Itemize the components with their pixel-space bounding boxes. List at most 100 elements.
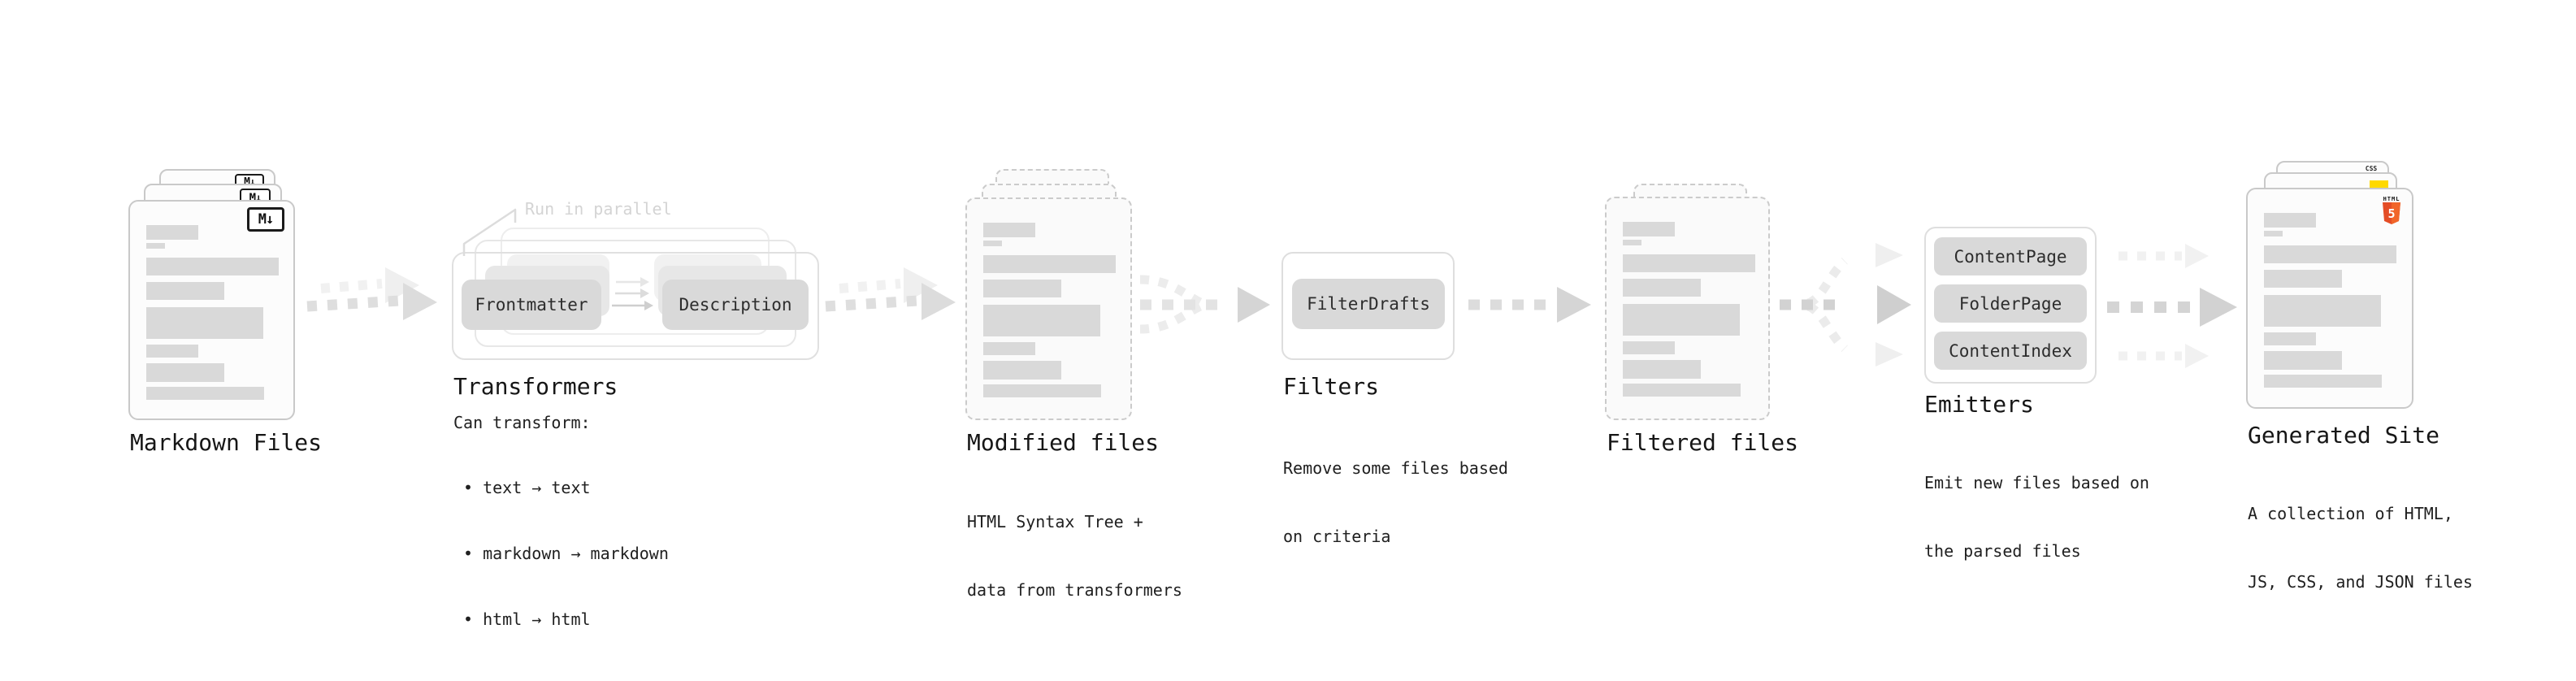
stage-title: Filters bbox=[1283, 373, 1380, 400]
file-card-front-html: HTML 5 bbox=[2246, 188, 2413, 409]
placeholder-bar bbox=[983, 241, 1002, 246]
description-line: the parsed files bbox=[1924, 541, 2081, 561]
arrow-front bbox=[306, 283, 437, 320]
description-line: JS, CSS, and JSON files bbox=[2248, 572, 2473, 592]
flow-arrow-emitters-to-generated bbox=[2107, 244, 2237, 368]
placeholder-bar bbox=[1623, 222, 1675, 236]
transform-capabilities-list: text → text markdown → markdown html → h… bbox=[463, 433, 669, 674]
html5-shield: 5 bbox=[2383, 202, 2400, 224]
list-item: markdown → markdown bbox=[463, 543, 669, 565]
stage-title: Transformers bbox=[453, 373, 618, 400]
stage-title: Modified files bbox=[967, 429, 1160, 456]
placeholder-bar bbox=[1623, 360, 1701, 379]
stage-description: A collection of HTML, JS, CSS, and JSON … bbox=[2248, 457, 2473, 639]
placeholder-bar bbox=[146, 387, 264, 400]
stage-title: Emitters bbox=[1924, 391, 2034, 418]
file-card-front bbox=[1605, 197, 1770, 420]
placeholder-bar bbox=[983, 280, 1061, 297]
placeholder-bar bbox=[146, 282, 224, 300]
file-content-placeholder bbox=[1607, 198, 1768, 419]
placeholder-bar bbox=[2264, 351, 2342, 370]
placeholder-bar bbox=[983, 384, 1101, 397]
transformer-pill-description: Description bbox=[662, 280, 809, 330]
placeholder-bar bbox=[983, 305, 1100, 336]
file-card-front bbox=[965, 197, 1132, 420]
placeholder-bar bbox=[983, 342, 1035, 355]
description-line: Remove some files based bbox=[1283, 458, 1508, 478]
stage-title: Markdown Files bbox=[130, 429, 323, 456]
flow-arrow-markdown-to-transformers bbox=[306, 267, 437, 320]
placeholder-bar bbox=[2264, 375, 2382, 388]
filter-pill-filterdrafts: FilterDrafts bbox=[1292, 279, 1445, 329]
list-item-text: markdown → markdown bbox=[483, 544, 669, 563]
placeholder-bar bbox=[1623, 304, 1740, 336]
transformer-container-front bbox=[452, 252, 819, 360]
placeholder-bar bbox=[146, 363, 224, 382]
placeholder-bar bbox=[1623, 384, 1741, 397]
placeholder-bar bbox=[2264, 295, 2381, 327]
stage-description: Emit new files based on the parsed files bbox=[1924, 426, 2149, 608]
html5-number: 5 bbox=[2387, 206, 2395, 221]
placeholder-bar bbox=[2264, 270, 2342, 288]
mini-arrow-top bbox=[616, 277, 649, 287]
placeholder-bar bbox=[983, 361, 1061, 380]
parallel-arrows bbox=[612, 277, 653, 310]
arrow-middle bbox=[2107, 288, 2237, 327]
list-item: text → text bbox=[463, 477, 669, 499]
placeholder-bar bbox=[146, 225, 198, 240]
flow-arrow-filters-to-filtered bbox=[1468, 287, 1591, 323]
placeholder-bar bbox=[146, 258, 279, 275]
file-content-placeholder bbox=[130, 202, 293, 419]
html5-icon-label: HTML bbox=[2383, 196, 2400, 202]
arrow-front bbox=[825, 283, 956, 320]
file-content-placeholder bbox=[967, 199, 1130, 419]
list-item: html → html bbox=[463, 609, 669, 631]
placeholder-bar bbox=[1623, 254, 1755, 272]
arrow-back bbox=[839, 267, 938, 303]
list-item-text: text → text bbox=[483, 478, 591, 497]
flow-arrow-filtered-to-emitters bbox=[1780, 243, 1911, 367]
description-line: on criteria bbox=[1283, 527, 1391, 546]
placeholder-bar bbox=[1623, 240, 1641, 245]
transformer-pill-frontmatter: Frontmatter bbox=[462, 280, 601, 330]
placeholder-bar bbox=[1623, 279, 1701, 297]
flow-arrow-transformers-to-modified bbox=[825, 267, 956, 320]
description-line: data from transformers bbox=[967, 580, 1182, 600]
file-card-front: M↓ bbox=[128, 200, 295, 420]
placeholder-bar bbox=[146, 243, 165, 249]
placeholder-bar bbox=[983, 223, 1035, 237]
mini-arrow-mid bbox=[615, 288, 649, 298]
html5-icon: HTML 5 bbox=[2382, 196, 2401, 225]
stage-subtitle: Can transform: bbox=[453, 413, 591, 432]
description-line: A collection of HTML, bbox=[2248, 504, 2453, 523]
stage-title: Generated Site bbox=[2248, 422, 2440, 449]
markdown-icon: M↓ bbox=[247, 207, 284, 232]
js-icon bbox=[2370, 180, 2388, 189]
arrow-back bbox=[320, 267, 419, 303]
placeholder-bar bbox=[1623, 341, 1675, 354]
placeholder-bar bbox=[2264, 332, 2316, 345]
placeholder-bar bbox=[2264, 213, 2316, 228]
stage-description: Remove some files based on criteria bbox=[1283, 411, 1508, 593]
emitter-pill-contentindex: ContentIndex bbox=[1934, 332, 2087, 370]
stage-title: Filtered files bbox=[1607, 429, 1799, 456]
file-content-placeholder bbox=[2248, 189, 2412, 407]
placeholder-bar bbox=[983, 255, 1116, 273]
flow-arrow-modified-to-filters bbox=[1139, 275, 1270, 334]
annotation-leader-line bbox=[462, 208, 517, 256]
placeholder-bar bbox=[146, 307, 263, 339]
run-in-parallel-label: Run in parallel bbox=[525, 199, 672, 219]
placeholder-bar bbox=[2264, 231, 2283, 236]
arrow-top-faint bbox=[2118, 244, 2209, 268]
arrow-bottom-faint bbox=[2118, 344, 2209, 368]
placeholder-bar bbox=[2264, 245, 2396, 263]
stage-description: HTML Syntax Tree + data from transformer… bbox=[967, 465, 1182, 647]
emitter-pill-contentpage: ContentPage bbox=[1934, 237, 2087, 275]
css-icon-label: CSS bbox=[2365, 165, 2378, 172]
list-item-text: html → html bbox=[483, 609, 591, 629]
placeholder-bar bbox=[146, 345, 198, 358]
description-line: HTML Syntax Tree + bbox=[967, 512, 1143, 531]
description-line: Emit new files based on bbox=[1924, 473, 2149, 492]
mini-arrow-bottom bbox=[612, 301, 653, 310]
